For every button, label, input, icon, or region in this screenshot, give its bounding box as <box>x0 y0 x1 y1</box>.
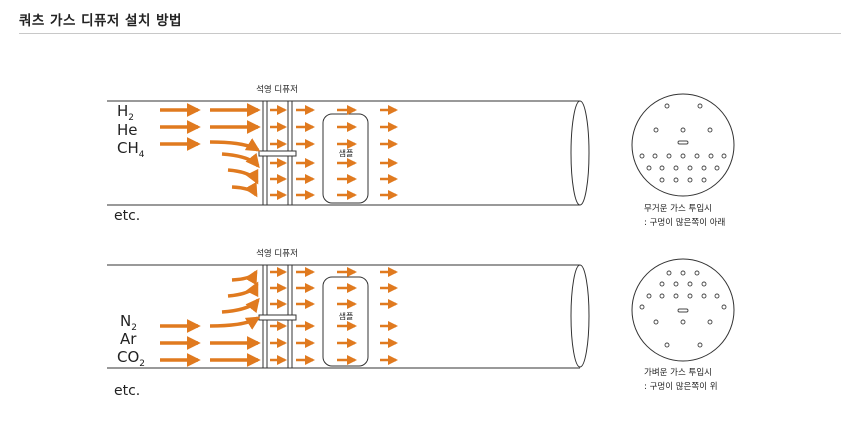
flow-arrow <box>231 181 258 198</box>
diffuser-label: 석영 디퓨저 <box>256 84 298 95</box>
caption-line-2: : 구멍이 많은쪽이 위 <box>644 381 718 392</box>
page-title: 쿼츠 가스 디퓨저 설치 방법 <box>19 13 182 29</box>
title-divider <box>19 33 841 34</box>
light-gas-panel: 석영 디퓨저 샘플 N2 Ar CO2 etc. <box>107 248 735 399</box>
sample-box <box>322 113 369 204</box>
diffuser-face <box>631 93 735 197</box>
gas-label-n2: N2 <box>120 312 137 333</box>
gas-label-co2: CO2 <box>117 348 145 369</box>
diffuser-holes <box>639 103 727 183</box>
gas-label-h2: H2 <box>117 102 134 123</box>
flow-arrow <box>221 152 260 169</box>
gas-label-ar: Ar <box>120 330 137 348</box>
diffuser-connector <box>258 150 297 157</box>
flow-arrow <box>209 316 261 330</box>
caption-line-1: 무거운 가스 투입시 <box>644 204 712 214</box>
heavy-gas-panel: 석영 디퓨저 샘플 H2 He CH4 etc. <box>107 84 735 228</box>
flow-arrow <box>227 281 259 298</box>
diffuser-face <box>631 258 735 362</box>
sample-box <box>322 276 369 367</box>
caption-line-2: : 구멍이 많은쪽이 아래 <box>644 217 725 228</box>
etc-label: etc. <box>114 208 140 224</box>
caption-line-1: 가벼운 가스 투입시 <box>644 367 712 378</box>
flow-arrow <box>221 297 260 314</box>
gas-label-ch4: CH4 <box>117 139 145 160</box>
diffuser-slot <box>677 140 689 145</box>
etc-label: etc. <box>114 383 140 399</box>
diffuser-holes <box>639 270 727 348</box>
flow-arrow <box>209 138 261 152</box>
tube-end-ellipse <box>570 264 590 368</box>
flow-arrow <box>227 168 259 185</box>
diffuser-label: 석영 디퓨저 <box>256 248 298 259</box>
tube-end-ellipse <box>570 100 590 206</box>
sample-label: 샘플 <box>339 312 354 321</box>
sample-label: 샘플 <box>339 149 354 158</box>
diffuser-connector <box>258 314 297 321</box>
gas-label-he: He <box>117 121 138 139</box>
flow-arrow <box>231 269 258 286</box>
diffuser-slot <box>677 308 689 313</box>
